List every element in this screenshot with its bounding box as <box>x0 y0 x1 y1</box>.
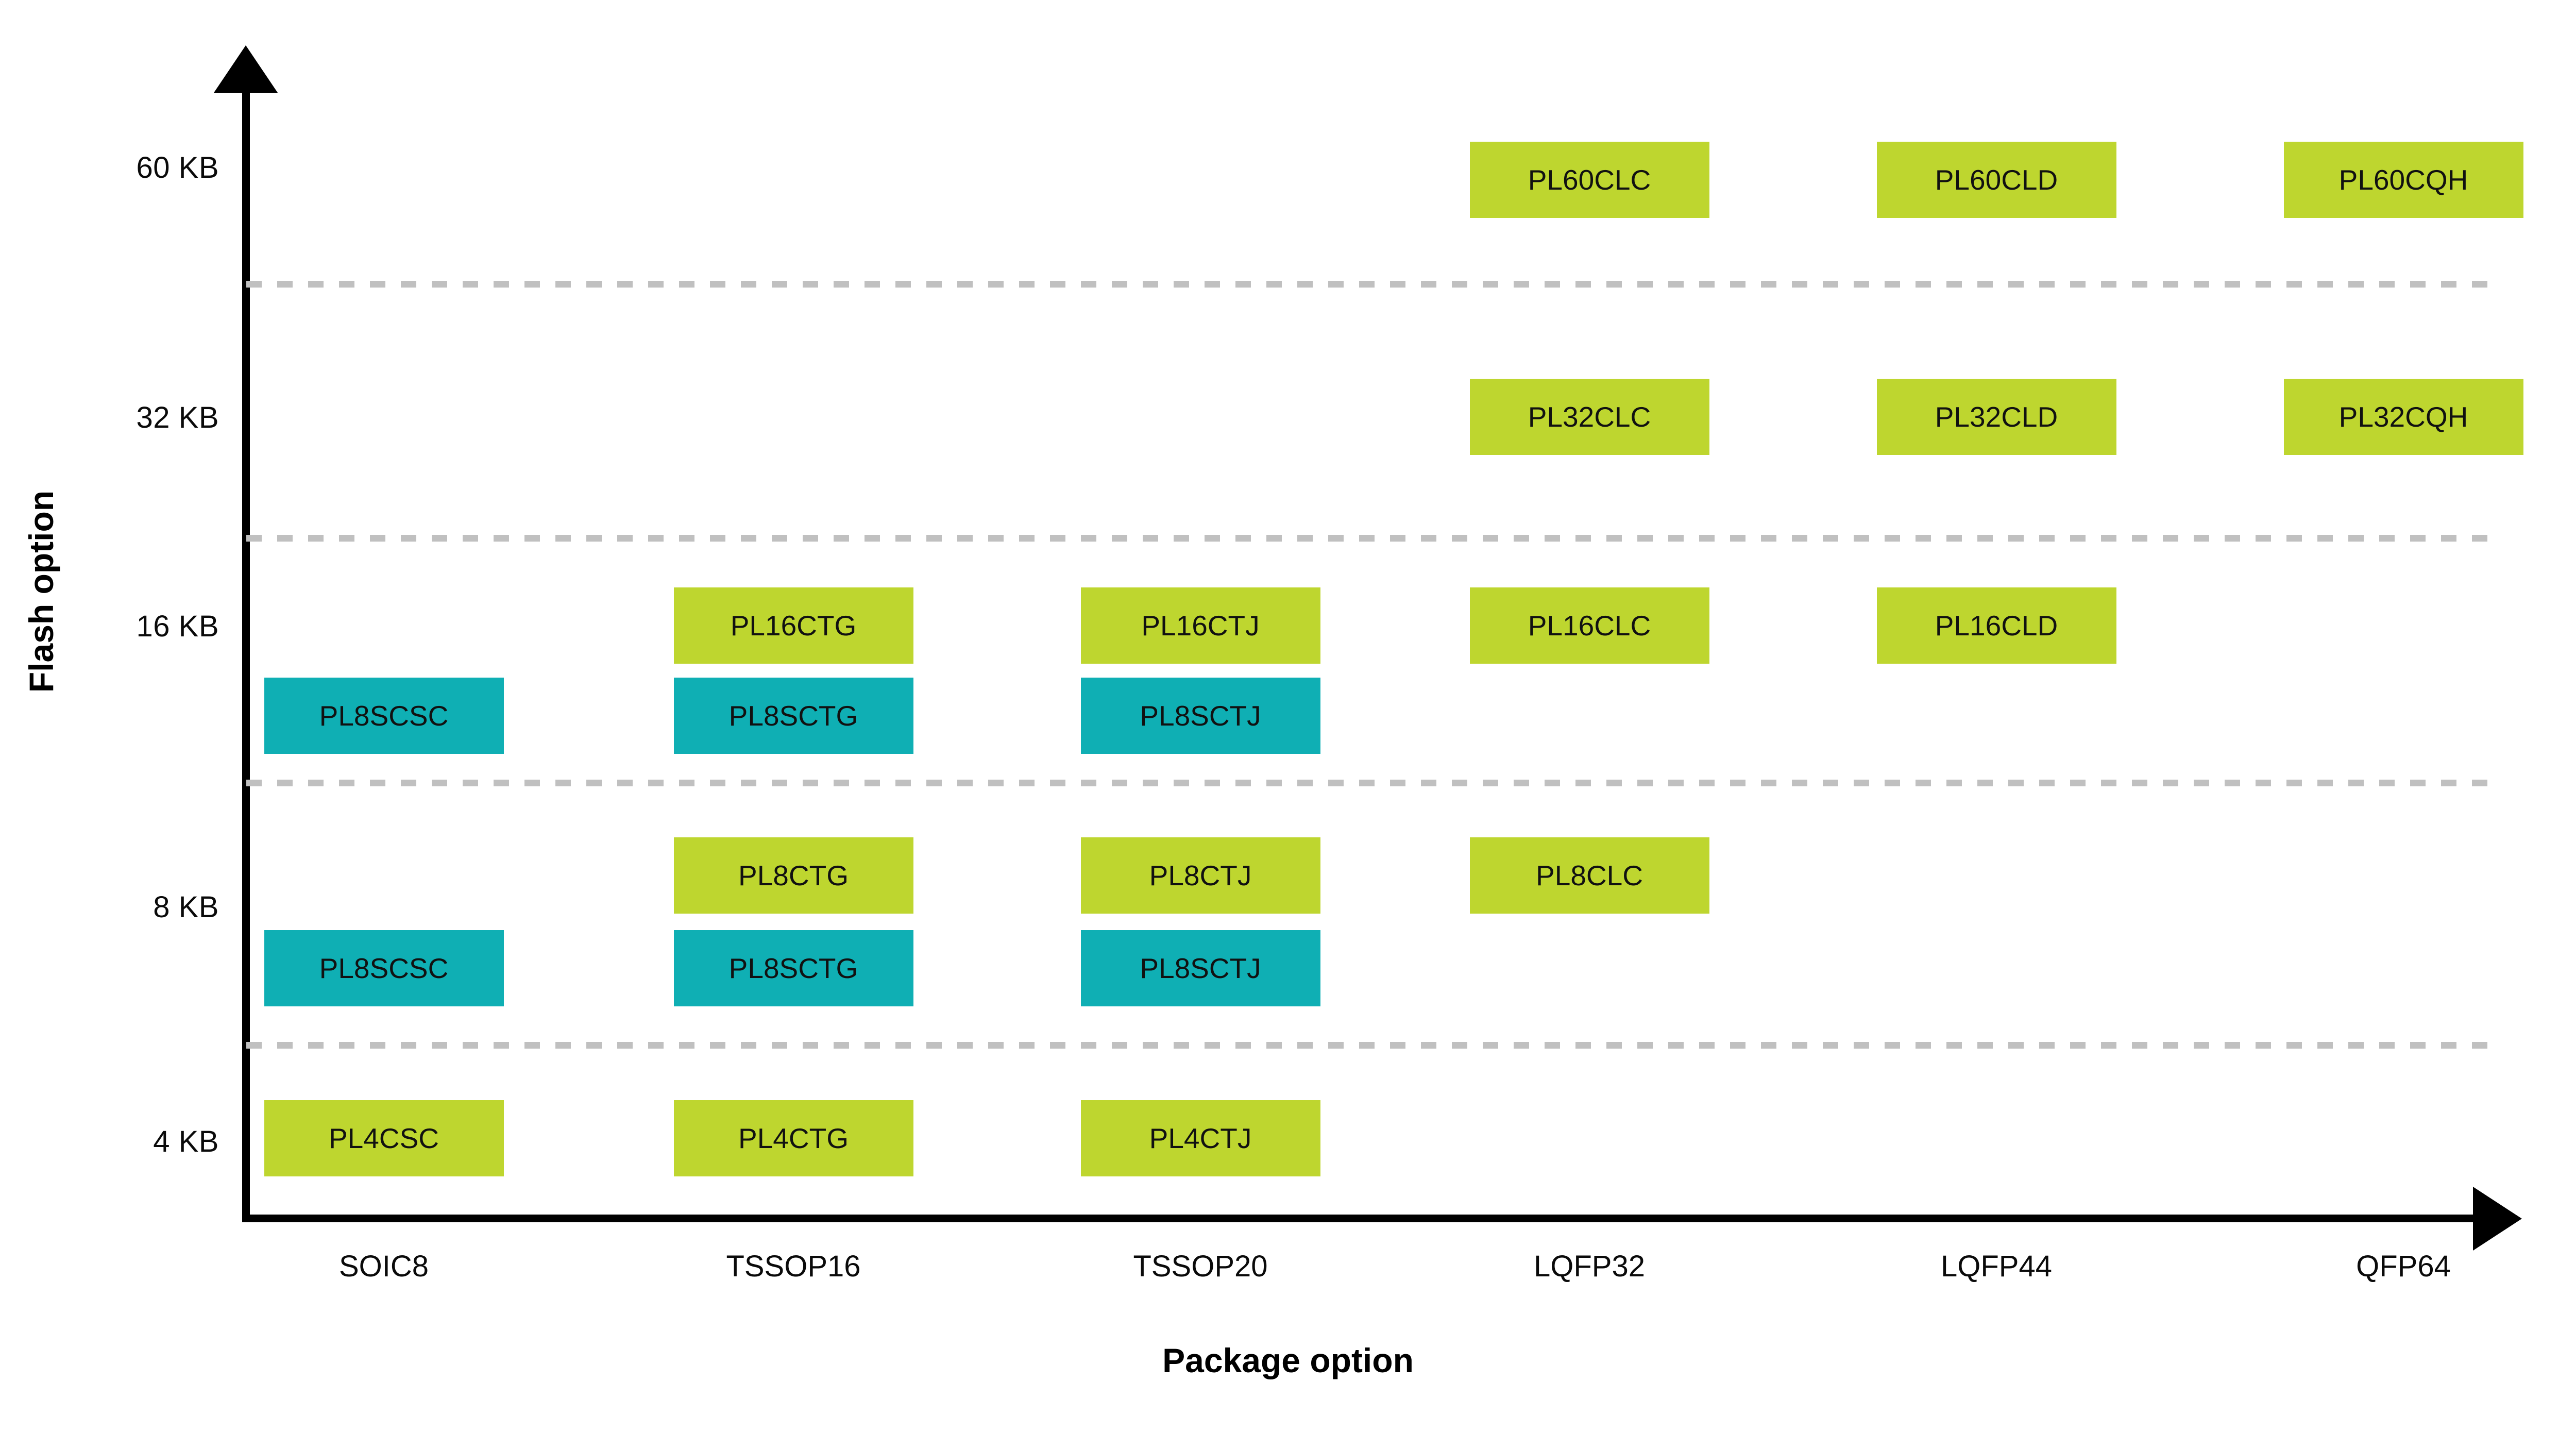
x-tick-label-tssop16: TSSOP16 <box>726 1250 861 1283</box>
y-axis-arrow-icon <box>214 45 278 93</box>
gridline-2 <box>246 780 2498 786</box>
part-box-pl32cld-1[interactable]: PL32CLD <box>1876 379 2116 455</box>
part-box-pl4ctg-6[interactable]: PL4CTG <box>673 1100 913 1176</box>
part-box-pl4csc-6[interactable]: PL4CSC <box>264 1100 504 1176</box>
part-box-pl32clc-1[interactable]: PL32CLC <box>1469 379 1709 455</box>
part-box-pl16ctj-2[interactable]: PL16CTJ <box>1080 587 1320 664</box>
y-tick-label-16-kb: 16 KB <box>136 610 219 643</box>
x-tick-label-soic8: SOIC8 <box>338 1250 429 1283</box>
part-box-pl16clc-2[interactable]: PL16CLC <box>1469 587 1709 664</box>
y-axis-line <box>242 61 250 1221</box>
part-box-pl60clc-0[interactable]: PL60CLC <box>1469 142 1709 218</box>
part-box-pl16ctg-2[interactable]: PL16CTG <box>673 587 913 664</box>
y-tick-label-60-kb: 60 KB <box>136 151 219 184</box>
y-tick-label-4-kb: 4 KB <box>153 1125 219 1158</box>
x-axis-title: Package option <box>1162 1341 1414 1379</box>
part-box-pl16cld-2[interactable]: PL16CLD <box>1876 587 2116 664</box>
part-box-pl8ctg-4[interactable]: PL8CTG <box>673 837 913 914</box>
part-box-pl8ctj-4[interactable]: PL8CTJ <box>1080 837 1320 914</box>
y-tick-label-32-kb: 32 KB <box>136 401 219 434</box>
gridline-3 <box>246 1042 2498 1049</box>
part-box-pl8sctg-3[interactable]: PL8SCTG <box>673 678 913 754</box>
part-box-pl8sctg-5[interactable]: PL8SCTG <box>673 930 913 1006</box>
part-box-pl60cld-0[interactable]: PL60CLD <box>1876 142 2116 218</box>
gridline-1 <box>246 535 2498 542</box>
part-box-pl8sctj-3[interactable]: PL8SCTJ <box>1080 678 1320 754</box>
gridline-0 <box>246 281 2498 288</box>
x-tick-label-qfp64: QFP64 <box>2356 1250 2451 1283</box>
part-box-pl60cqh-0[interactable]: PL60CQH <box>2283 142 2523 218</box>
x-tick-label-tssop20: TSSOP20 <box>1133 1250 1268 1283</box>
part-box-pl32cqh-1[interactable]: PL32CQH <box>2283 379 2523 455</box>
x-axis-line <box>242 1215 2509 1222</box>
y-axis-title: Flash option <box>22 490 60 693</box>
y-tick-label-8-kb: 8 KB <box>153 890 219 924</box>
x-tick-label-lqfp44: LQFP44 <box>1941 1250 2052 1283</box>
part-box-pl8scsc-5[interactable]: PL8SCSC <box>264 930 504 1006</box>
x-tick-label-lqfp32: LQFP32 <box>1534 1250 1645 1283</box>
part-box-pl8clc-4[interactable]: PL8CLC <box>1469 837 1709 914</box>
part-box-pl8scsc-3[interactable]: PL8SCSC <box>264 678 504 754</box>
x-axis-arrow-icon <box>2473 1187 2522 1251</box>
part-box-pl4ctj-6[interactable]: PL4CTJ <box>1080 1100 1320 1176</box>
part-box-pl8sctj-5[interactable]: PL8SCTJ <box>1080 930 1320 1006</box>
